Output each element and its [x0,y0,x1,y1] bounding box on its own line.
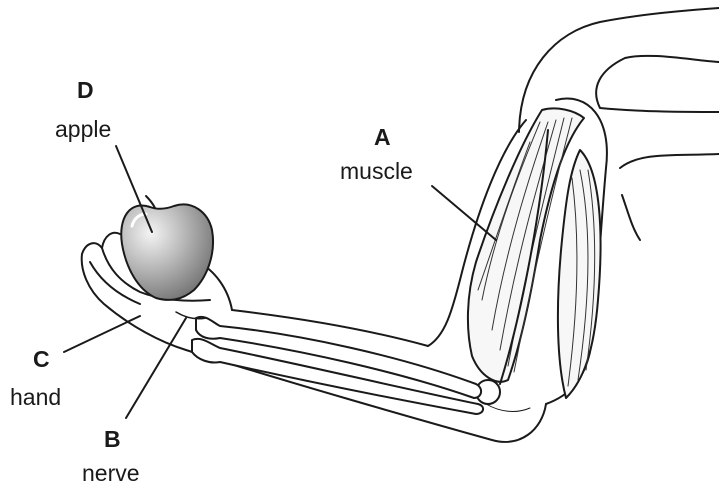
hand-letter: C [33,346,50,372]
nerve-label: nerve [82,460,140,486]
leader-line-hand [64,316,140,352]
apple-label: apple [55,116,111,142]
muscle-label: muscle [340,158,413,184]
torso-outline [596,56,719,112]
elbow-tendon [486,404,530,411]
chest-outline [620,154,719,168]
hand-label: hand [10,384,61,410]
nerve-letter: B [104,426,121,452]
muscle-letter: A [374,124,391,150]
leader-line-nerve [126,318,186,418]
apple-letter: D [77,77,94,103]
back-line [622,195,640,240]
